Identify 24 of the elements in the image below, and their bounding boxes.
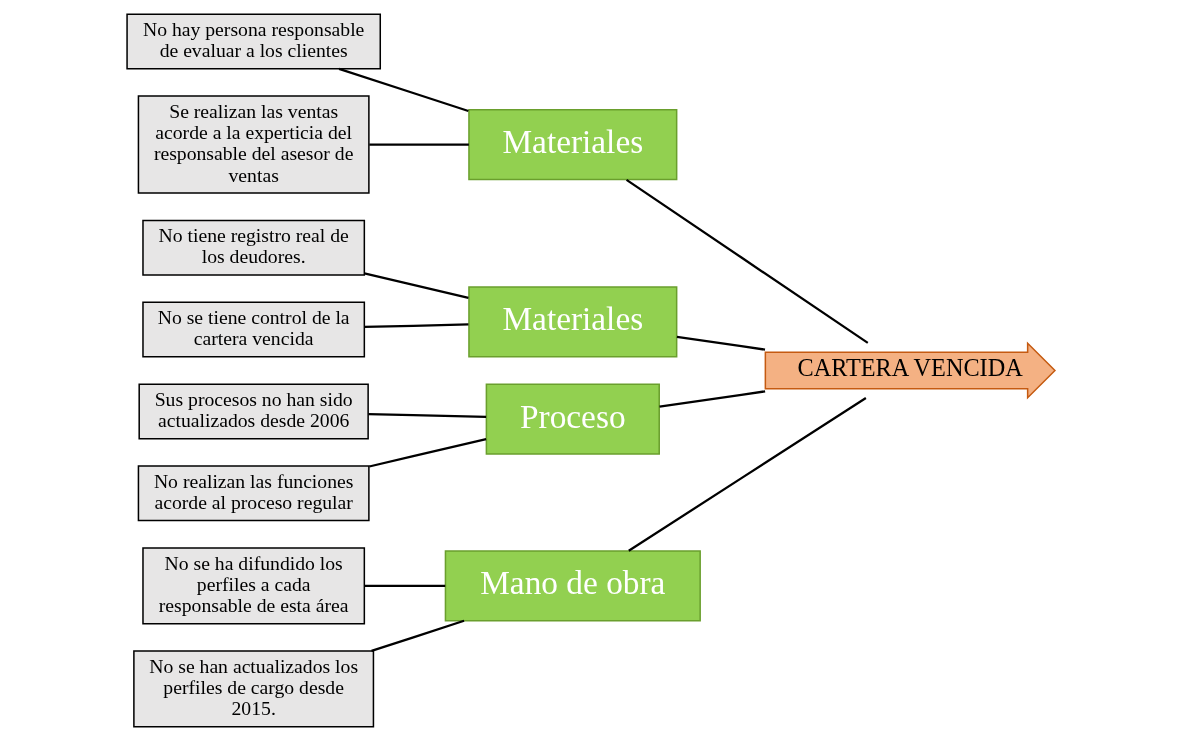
node-box: No se tiene control de la cartera vencida [141,301,365,358]
node-box: No hay persona responsable de evaluar a los clientes [125,13,381,70]
connector [338,67,469,113]
node-box: No se ha difundido los perfiles a cada responsable de esta área [141,547,365,625]
node-box: Se realizan las ventas acorde a la experticia del responsable del asesor de ventas [137,95,370,194]
connector [658,390,765,408]
connector [370,619,464,652]
node-box: Mano de obra [444,550,701,622]
connector [363,584,445,587]
node-box: Proceso [485,383,660,455]
connector [363,272,469,299]
node-box: Sus procesos no han sido actualizados desde 2006 [137,383,369,440]
connector [625,178,868,344]
node-box: Materiales [467,108,677,181]
node-box: No realizan las funciones acorde al proceso regular [137,465,370,522]
connector [676,335,765,351]
node-box: Materiales [467,286,677,358]
connector [627,397,866,552]
connector [367,413,486,419]
connector [363,323,468,329]
node-box: No tiene registro real de los deudores. [141,219,365,276]
node-box: No se han actualizados los perfiles de cargo desde 2015. [132,650,374,728]
connector [368,143,469,146]
connector [368,437,486,468]
